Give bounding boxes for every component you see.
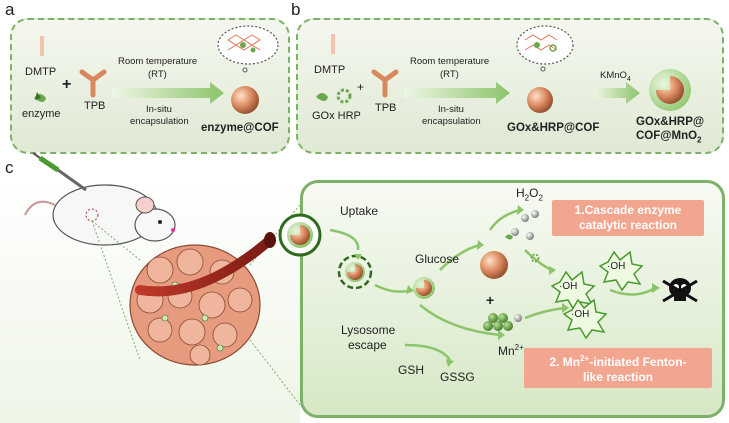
cof-bubble-b [516, 25, 574, 72]
reaction1-banner: 1.Cascade enzyme catalytic reaction [552, 200, 704, 236]
arrow-b1 [404, 82, 510, 104]
conditions-bottom2-a: encapsulation [130, 116, 189, 127]
arrow-skull [609, 286, 656, 296]
panel-label-a: a [5, 0, 15, 19]
reagent-label-b: KMnO4 [600, 70, 631, 83]
conditions-rt-b: (RT) [440, 69, 459, 80]
conditions-rt-a: (RT) [148, 69, 167, 80]
plus-c: + [486, 292, 495, 308]
gsh-label: GSH [398, 363, 425, 377]
oh-label-3: ·OH [571, 309, 590, 320]
cof-bubble-a [217, 25, 279, 73]
conditions-bottom1-a: In-situ [146, 104, 172, 115]
dmtp-label-b: DMTP [314, 64, 346, 76]
enzymes-label-b: GOx HRP [312, 110, 361, 122]
product1-label-b: GOx&HRP@COF [507, 122, 600, 134]
product2-line2-b: COF@MnO2 [636, 130, 702, 145]
conditions-top-a: Room temperature [118, 56, 198, 67]
oh-burst-2 [598, 250, 644, 292]
product2-subscript: 2 [697, 135, 702, 145]
panel-label-b: b [291, 0, 301, 19]
oh-burst-3 [562, 298, 608, 340]
lysosome-c [337, 254, 373, 290]
dmtp-label-a: DMTP [25, 66, 57, 78]
product-label-a: enzyme@COF [201, 122, 279, 134]
plus-a: + [62, 76, 72, 93]
nanoparticle-b1 [527, 87, 553, 113]
dmtp-molecule-a [40, 36, 44, 56]
conditions-bottom1-b: In-situ [438, 104, 464, 115]
enzyme-icons-b [316, 88, 352, 104]
nanoparticle-a [231, 86, 259, 114]
enzyme-label-a: enzyme [22, 108, 61, 120]
mno2-core-b [656, 76, 684, 104]
arrow-gsh [404, 343, 452, 361]
cof-nanoparticle-c [480, 251, 508, 279]
arrow-glucose [439, 243, 481, 271]
oh-label-1: ·OH [559, 281, 578, 292]
conditions-top-b: Room temperature [410, 56, 490, 67]
lysosome-label-1: Lysosome [341, 323, 396, 337]
tpb-molecule-a [79, 69, 107, 98]
uptake-label: Uptake [340, 204, 379, 218]
dmtp-molecule-b [331, 34, 335, 54]
arrow-lysosome [374, 283, 411, 293]
arrow-uptake [329, 228, 360, 251]
product2-line1-b: GOx&HRP@ [636, 116, 705, 128]
conditions-bottom2-b: encapsulation [422, 116, 481, 127]
arrow-h2o2 [488, 208, 521, 231]
tpb-molecule-b [371, 69, 399, 98]
oh-label-2: ·OH [607, 261, 626, 272]
gssg-label: GSSG [440, 370, 475, 384]
panel-label-c: c [5, 158, 14, 177]
arrow-fenton [524, 306, 566, 320]
reaction2-banner: 2. Mn2+-initiated Fenton- like reaction [524, 348, 712, 388]
glucose-label: Glucose [415, 252, 460, 266]
arrow-mn [419, 304, 501, 337]
mn-label: Mn2+ [498, 343, 524, 358]
mouse-illustration [24, 152, 176, 246]
plus-b: + [357, 80, 365, 94]
lysosome-label-2: escape [348, 338, 387, 352]
arrow-b2 [594, 82, 640, 104]
tpb-label-a: TPB [84, 100, 106, 112]
enzyme-icon-a [34, 92, 46, 102]
reagent-subscript: 4 [626, 75, 631, 83]
skull-icon [662, 278, 698, 303]
tumor-illustration [129, 232, 276, 366]
h2o2-label: H2O2 [516, 186, 543, 203]
arrow-a [112, 82, 224, 104]
tpb-label-b: TPB [375, 102, 397, 114]
